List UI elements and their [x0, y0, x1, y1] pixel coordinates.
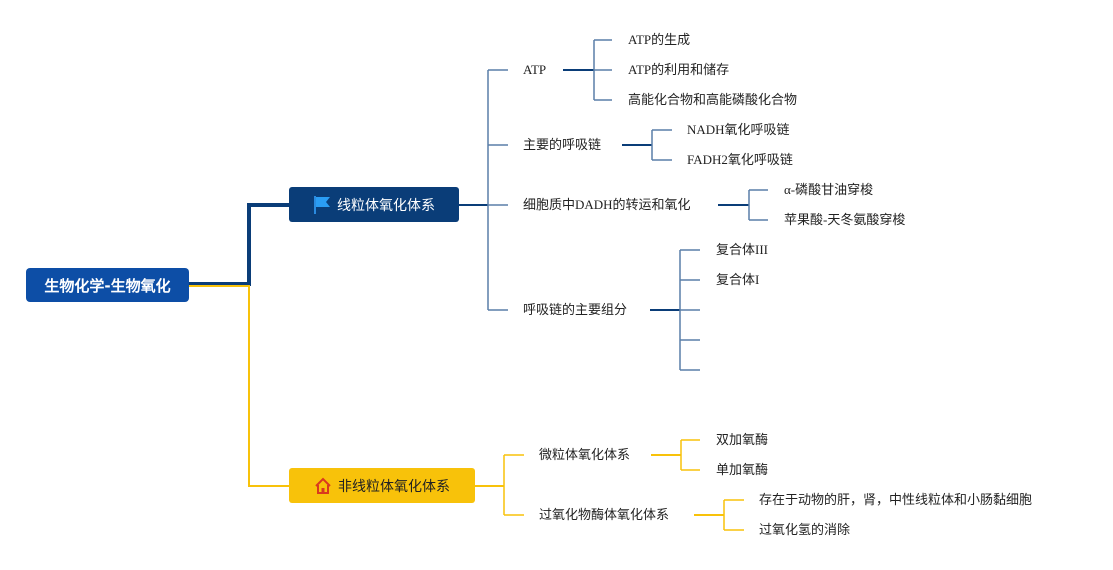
- leaf-hydrogen-peroxide-removal[interactable]: 过氧化氢的消除: [759, 522, 851, 537]
- branch-mitochondrial-oxidation[interactable]: 线粒体氧化体系: [289, 187, 459, 222]
- leaf-atp-generation[interactable]: ATP的生成: [628, 32, 691, 47]
- leaf-peroxisome-location[interactable]: 存在于动物的肝，肾，中性线粒体和小肠黏细胞: [759, 492, 1033, 507]
- leaf-glycerophosphate-shuttle[interactable]: α-磷酸甘油穿梭: [784, 182, 874, 197]
- leaf-complex-i[interactable]: 复合体I: [716, 272, 760, 287]
- leaf-complex-iii[interactable]: 复合体III: [716, 242, 768, 257]
- topic-chain-components[interactable]: 呼吸链的主要组分: [523, 302, 628, 317]
- leaf-atp-use-storage[interactable]: ATP的利用和储存: [628, 62, 730, 77]
- root-node[interactable]: 生物化学-生物氧化: [26, 268, 189, 302]
- branch2-label: 非线粒体氧化体系: [338, 478, 450, 495]
- topic-microsomal-oxidation[interactable]: 微粒体氧化体系: [539, 447, 631, 462]
- leaf-monooxygenase[interactable]: 单加氧酶: [716, 462, 769, 477]
- branch1-label: 线粒体氧化体系: [337, 197, 435, 214]
- leaf-dioxygenase[interactable]: 双加氧酶: [716, 432, 769, 447]
- leaf-high-energy-compounds[interactable]: 高能化合物和高能磷酸化合物: [628, 92, 798, 107]
- topic-respiratory-chain[interactable]: 主要的呼吸链: [523, 137, 602, 152]
- leaf-fadh2-chain[interactable]: FADH2氧化呼吸链: [687, 152, 793, 167]
- topic-cytoplasm-dadh[interactable]: 细胞质中DADH的转运和氧化: [523, 197, 691, 212]
- topic-peroxisomal-oxidation[interactable]: 过氧化物酶体氧化体系: [539, 507, 670, 522]
- branch-non-mitochondrial-oxidation[interactable]: 非线粒体氧化体系: [289, 468, 475, 503]
- home-icon: [314, 477, 332, 495]
- flag-icon: [313, 195, 331, 215]
- root-label: 生物化学-生物氧化: [44, 276, 171, 295]
- topic-atp[interactable]: ATP: [523, 62, 547, 77]
- leaf-malate-aspartate-shuttle[interactable]: 苹果酸-天冬氨酸穿梭: [784, 212, 906, 227]
- leaf-nadh-chain[interactable]: NADH氧化呼吸链: [687, 122, 790, 137]
